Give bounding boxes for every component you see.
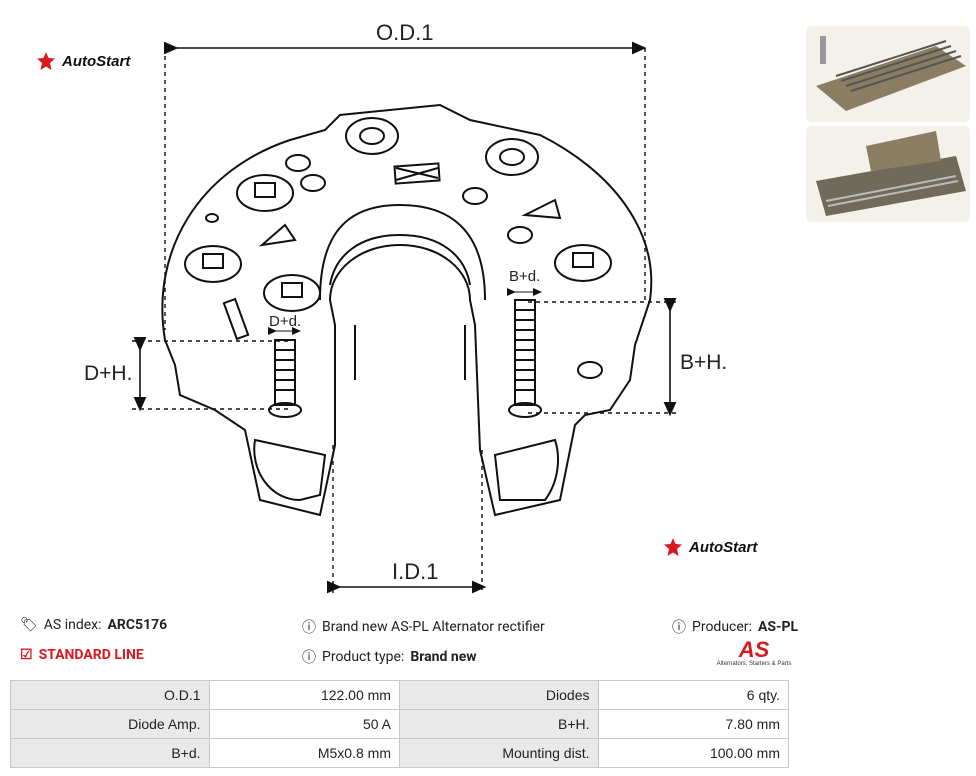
tags-icon: 🏷 xyxy=(20,617,38,633)
spec-label: B+H. xyxy=(398,709,599,739)
as-pl-logo: AS Alternators, Starters & Parts xyxy=(716,637,792,668)
spec-value: 7.80 mm xyxy=(597,709,789,739)
dd-label: D+d. xyxy=(269,313,302,330)
spec-value: M5x0.8 mm xyxy=(208,738,400,768)
spec-label: Mounting dist. xyxy=(398,738,599,768)
info-circle-icon: ⓘ xyxy=(302,650,316,666)
rectifier-technical-drawing xyxy=(132,41,680,594)
as-index-row: 🏷 AS index: ARC5176 xyxy=(20,617,167,633)
autostart-star-icon xyxy=(664,538,682,556)
bd-label: B+d. xyxy=(509,268,541,285)
standard-line-row: ☑ STANDARD LINE xyxy=(20,647,144,663)
bh-label: B+H. xyxy=(680,351,728,374)
as-index-label: AS index: xyxy=(43,617,102,633)
od-label: O.D.1 xyxy=(376,20,434,45)
producer-row: ⓘ Producer: AS-PL xyxy=(672,617,798,637)
check-square-icon: ☑ xyxy=(20,647,33,663)
spec-value: 6 qty. xyxy=(597,680,789,710)
producer-label: Producer: xyxy=(692,619,752,635)
spec-value: 100.00 mm xyxy=(597,738,789,768)
as-pl-logo-tagline: Alternators, Starters & Parts xyxy=(716,661,792,667)
spec-label: O.D.1 xyxy=(10,680,210,710)
producer-value: AS-PL xyxy=(757,619,799,635)
product-type-value: Brand new xyxy=(410,649,477,665)
id-label: I.D.1 xyxy=(392,559,439,584)
spec-label: Diodes xyxy=(398,680,599,710)
spec-label: B+d. xyxy=(10,738,210,768)
info-circle-icon: ⓘ xyxy=(302,620,316,636)
spec-label: Diode Amp. xyxy=(10,709,210,739)
autostart-brand-name: AutoStart xyxy=(62,52,131,70)
as-index-value: ARC5176 xyxy=(107,617,168,633)
autostart-logo-top: AutoStart xyxy=(36,51,130,71)
as-pl-logo-text: AS xyxy=(738,637,770,662)
spec-value: 50 A xyxy=(208,709,400,739)
autostart-star-icon xyxy=(37,52,55,70)
autostart-brand-name: AutoStart xyxy=(689,538,758,556)
info-circle-icon: ⓘ xyxy=(672,620,686,636)
product-type-label: Product type: xyxy=(322,649,405,665)
autostart-logo-bottom: AutoStart xyxy=(663,537,757,557)
product-type-row: ⓘ Product type: Brand new xyxy=(302,647,477,667)
product-description: Brand new AS-PL Alternator rectifier xyxy=(322,619,545,635)
standard-line-label: STANDARD LINE xyxy=(38,647,144,663)
description-row: ⓘ Brand new AS-PL Alternator rectifier xyxy=(302,617,545,637)
product-photo-top[interactable] xyxy=(806,26,970,122)
spec-value: 122.00 mm xyxy=(208,680,400,710)
product-photo-bottom[interactable] xyxy=(806,126,970,222)
dh-label: D+H. xyxy=(84,362,133,385)
